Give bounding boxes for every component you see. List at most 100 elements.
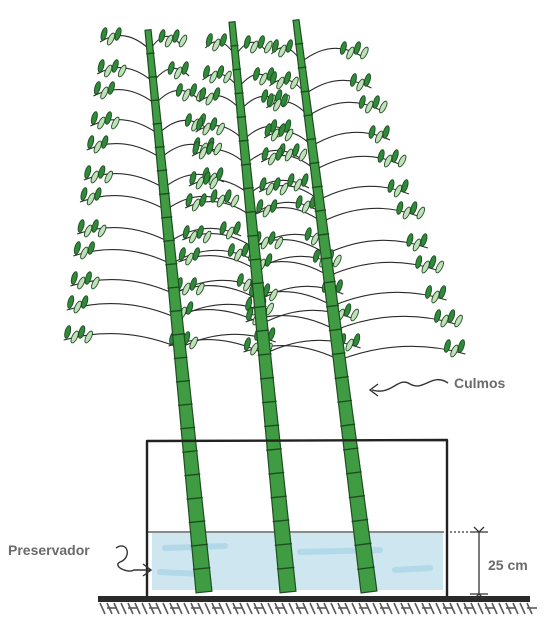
- leaf: [349, 73, 357, 87]
- leaf: [359, 46, 370, 60]
- leaf: [83, 330, 94, 344]
- leaf: [100, 135, 109, 149]
- leaf: [428, 255, 437, 269]
- leaf: [111, 59, 120, 73]
- leaf: [114, 27, 123, 41]
- leaf: [415, 206, 426, 220]
- leaf: [227, 243, 235, 257]
- leaf: [230, 194, 241, 208]
- leaf: [273, 177, 282, 191]
- leaf: [103, 170, 114, 184]
- leaf: [304, 227, 312, 241]
- leaf: [222, 70, 233, 84]
- leaf: [271, 39, 279, 53]
- leaf: [178, 34, 189, 48]
- hatch-stroke: [268, 603, 273, 614]
- culm-node: [232, 69, 241, 70]
- leaf: [178, 247, 186, 261]
- leaf: [358, 95, 366, 109]
- leaf: [216, 65, 225, 79]
- culm-node: [239, 140, 249, 141]
- leaf: [189, 83, 198, 97]
- leaf: [353, 41, 362, 55]
- leaf: [406, 233, 414, 247]
- leaf: [91, 219, 100, 233]
- leaf: [283, 71, 292, 85]
- leaf: [352, 333, 361, 347]
- ground-hatch: [98, 596, 537, 614]
- leaf: [243, 35, 251, 49]
- bamboo-culm-icon: [229, 22, 296, 593]
- leaf: [433, 309, 441, 323]
- culm-node: [146, 53, 154, 54]
- leaf: [73, 241, 81, 255]
- hatch-stroke: [310, 603, 315, 614]
- leaf: [184, 113, 192, 127]
- leaf: [289, 76, 300, 90]
- leaf: [279, 182, 290, 196]
- branch: [326, 240, 428, 254]
- leaf: [269, 199, 278, 213]
- leaf: [363, 73, 372, 87]
- leaf: [382, 125, 391, 139]
- leaf: [397, 154, 408, 168]
- leaf: [97, 165, 106, 179]
- leaf: [391, 149, 400, 163]
- leaf: [198, 87, 206, 101]
- leaf: [189, 277, 198, 291]
- leaf: [438, 285, 447, 299]
- leaf: [219, 221, 227, 235]
- leaf: [158, 29, 166, 43]
- leaf: [332, 254, 343, 268]
- culms-annotation-arrow: [372, 380, 448, 392]
- leaf: [90, 276, 101, 290]
- leaf: [387, 179, 395, 193]
- leaf: [215, 122, 226, 136]
- leaf: [167, 61, 175, 75]
- leaf: [453, 314, 464, 328]
- hatch-stroke: [226, 603, 231, 614]
- hatch-stroke: [247, 603, 252, 614]
- leaf: [87, 241, 96, 255]
- leaf: [264, 253, 273, 267]
- hatch-stroke: [373, 603, 378, 614]
- leaf: [377, 149, 385, 163]
- leaf: [368, 125, 376, 139]
- preservative-annotation-arrow: [116, 546, 150, 571]
- hatch-stroke: [163, 603, 168, 614]
- hatch-stroke: [289, 603, 294, 614]
- culm-node: [153, 123, 163, 124]
- leaf: [209, 117, 218, 131]
- leaf: [257, 35, 266, 49]
- hatch-stroke: [478, 603, 483, 614]
- leaf: [278, 123, 287, 137]
- hatch-stroke: [184, 603, 189, 614]
- culm-node: [148, 76, 157, 77]
- leaf: [414, 255, 422, 269]
- leaf: [175, 83, 183, 97]
- leaf: [252, 67, 260, 81]
- leaf: [84, 165, 92, 179]
- leaf: [298, 148, 309, 162]
- leaf: [339, 41, 347, 55]
- leaf: [77, 219, 85, 233]
- leaf: [233, 221, 242, 235]
- leaf: [210, 189, 218, 203]
- leaf: [77, 325, 86, 339]
- leaf: [292, 143, 301, 157]
- leaf: [117, 64, 128, 78]
- leaf: [212, 142, 223, 156]
- bamboo-culms: [145, 20, 377, 593]
- hatch-stroke: [142, 603, 147, 614]
- depth-dimension: [450, 527, 488, 599]
- leaf: [67, 295, 75, 309]
- branch: [199, 96, 241, 110]
- leaf: [434, 260, 445, 274]
- hatch-stroke: [457, 603, 462, 614]
- leaf: [267, 231, 276, 245]
- leaf: [224, 189, 233, 203]
- hatch-stroke: [100, 603, 105, 614]
- leaf: [202, 230, 213, 244]
- hatch-stroke: [499, 603, 504, 614]
